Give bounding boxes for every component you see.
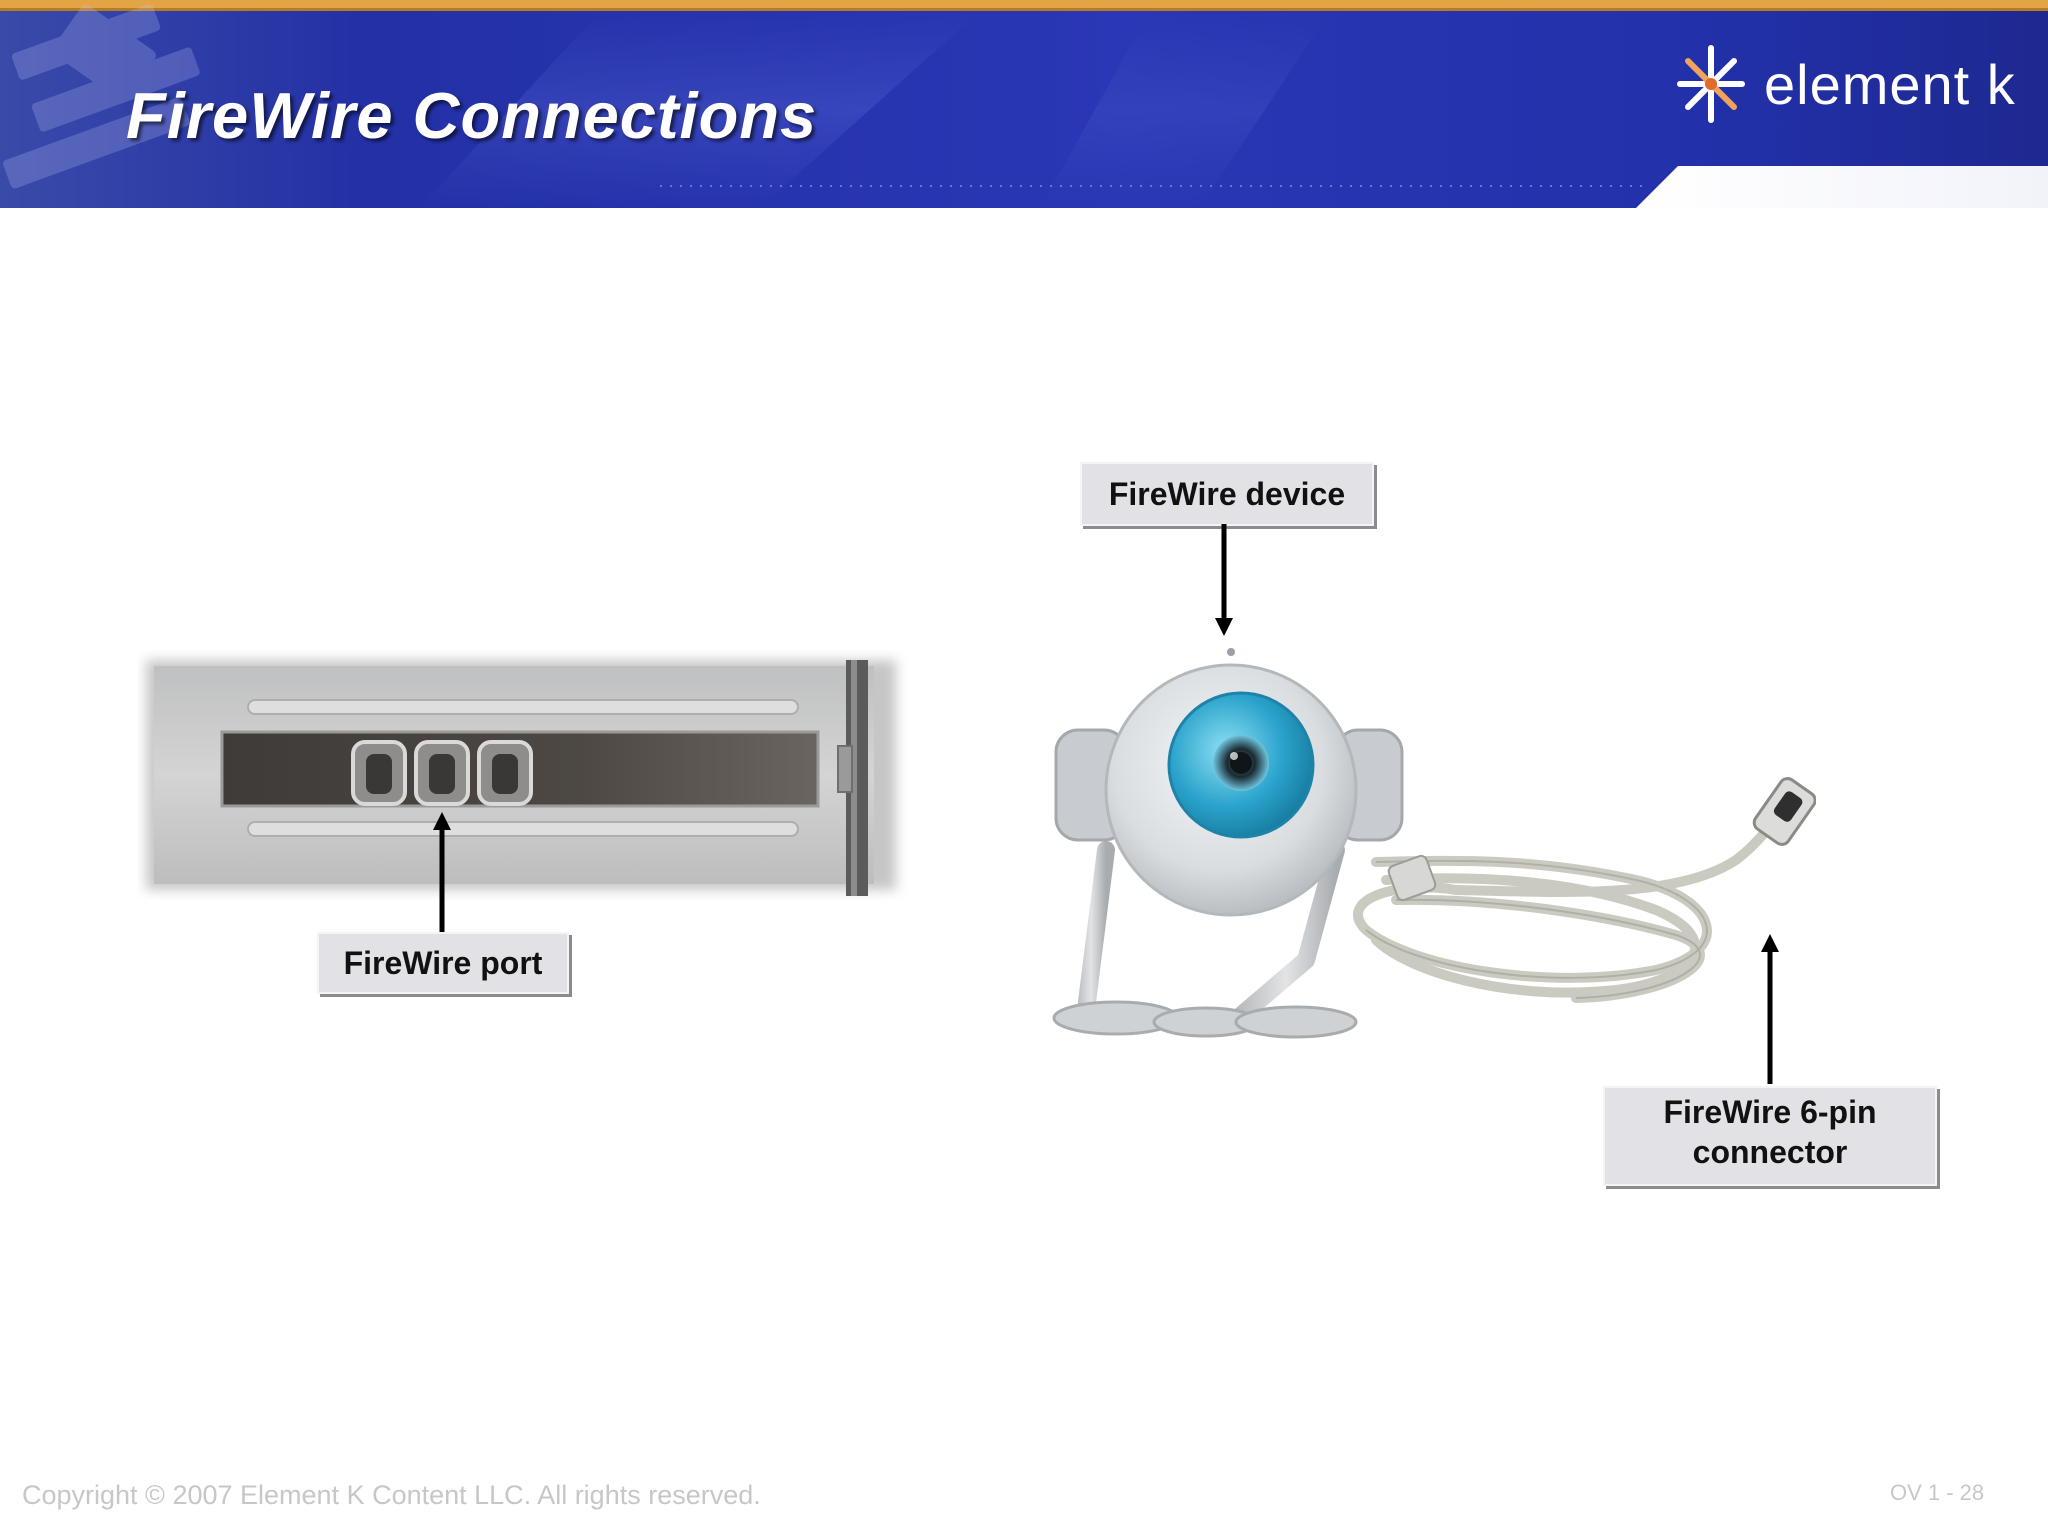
slide-header: FireWire Connections element k <box>0 0 2048 208</box>
brand-name: element k <box>1764 52 2016 116</box>
firewire-port-panel-image <box>146 660 896 896</box>
header-banner <box>0 0 2048 208</box>
callout-firewire-device: FireWire device <box>1080 462 1374 526</box>
callout-connector-line2: connector <box>1692 1134 1848 1170</box>
callout-firewire-device-text: FireWire device <box>1108 476 1346 512</box>
callout-connector-line1: FireWire 6-pin <box>1663 1094 1877 1130</box>
firewire-webcam-image <box>1052 648 1816 1039</box>
slide-title: FireWire Connections <box>126 79 818 152</box>
arrow-to-device <box>1215 524 1233 636</box>
callout-firewire-connector: FireWire 6-pin connector <box>1603 1086 1937 1186</box>
page-number: OV 1 - 28 <box>1890 1480 1985 1505</box>
callout-firewire-port-text: FireWire port <box>343 945 543 981</box>
copyright-notice: Copyright © 2007 Element K Content LLC. … <box>22 1480 761 1510</box>
callout-firewire-port: FireWire port <box>317 932 569 994</box>
arrow-to-connector <box>1761 934 1779 1084</box>
starburst-icon <box>1677 45 1745 123</box>
arrow-to-port <box>433 812 451 936</box>
element-k-logo: element k <box>1676 44 2016 124</box>
